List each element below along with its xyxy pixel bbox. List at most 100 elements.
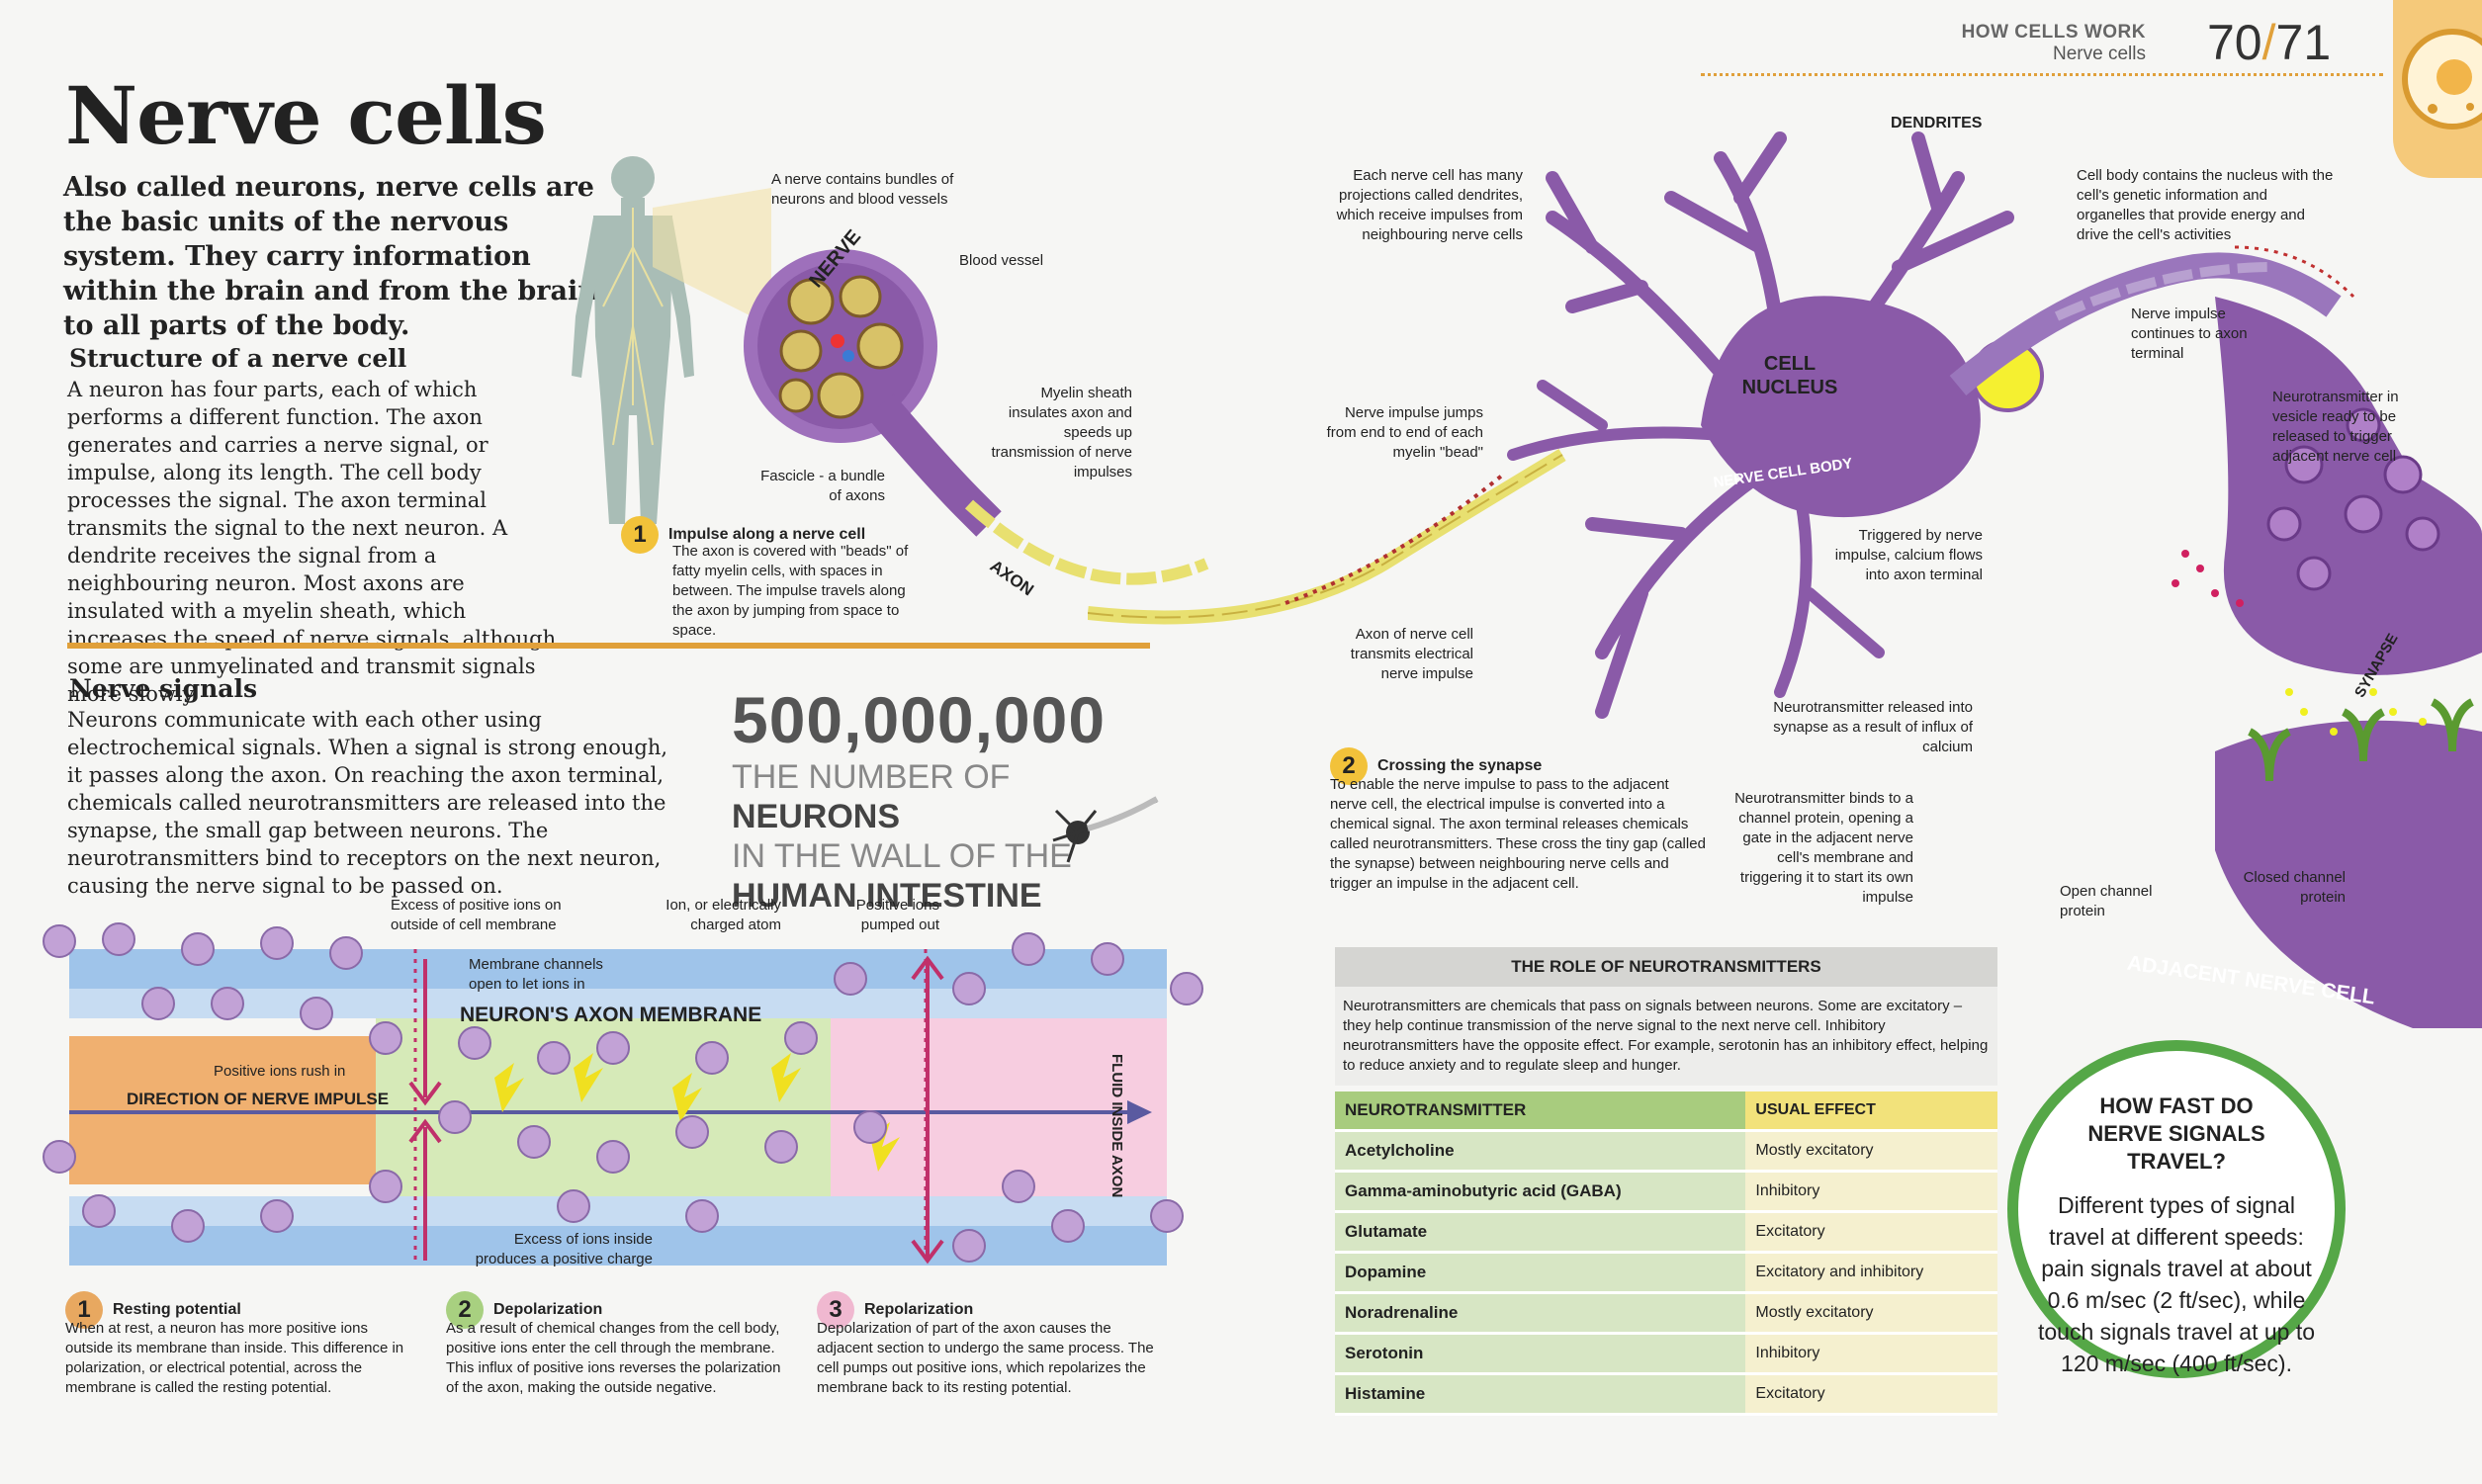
membrane-illustration — [43, 922, 1203, 1266]
axon-label: AXON — [987, 557, 1037, 600]
membrane-step-1-title: Resting potential — [113, 1301, 241, 1318]
structure-heading: Structure of a nerve cell — [69, 344, 407, 373]
jumps-note: Nerve impulse jumps from end to end of e… — [1326, 404, 1483, 461]
fascicle-note: Fascicle - a bundle of axons — [760, 468, 885, 504]
neuron-illustration — [1088, 131, 2482, 1028]
table-cell-effect: Inhibitory — [1745, 1333, 1997, 1375]
page-title: Nerve cells — [65, 69, 547, 162]
fluid-inside-label: FLUID INSIDE AXON — [1108, 1054, 1125, 1198]
stat-line-1b: NEURONS — [732, 798, 901, 835]
membrane-step-1-number: 1 — [65, 1291, 103, 1329]
membrane-label: NEURON'S AXON MEMBRANE — [460, 1004, 762, 1026]
pumped-out-note: Positive ions pumped out — [855, 897, 939, 933]
step-2-text: To enable the nerve impulse to pass to t… — [1330, 776, 1706, 892]
membrane-step-3-number: 3 — [817, 1291, 854, 1329]
membrane-step-2-number: 2 — [446, 1291, 484, 1329]
step-1-text: The axon is covered with "beads" of fatt… — [672, 543, 909, 639]
membrane-step-2: 2 Depolarization As a result of chemical… — [446, 1291, 787, 1398]
neurotransmitter-table: NEUROTRANSMITTER USUAL EFFECT Acetylchol… — [1335, 1091, 1997, 1416]
table-header-row: NEUROTRANSMITTER USUAL EFFECT — [1335, 1091, 1997, 1132]
neurotransmitter-table-box: THE ROLE OF NEUROTRANSMITTERS Neurotrans… — [1335, 947, 1997, 1416]
released-note: Neurotransmitter released into synapse a… — [1773, 699, 1973, 755]
table-cell-effect: Mostly excitatory — [1745, 1292, 1997, 1335]
cell-nucleus-label-2: NUCLEUS — [1741, 377, 1838, 398]
channels-note: Membrane channels open to let ions in — [469, 956, 603, 993]
step-1-number: 1 — [621, 516, 659, 554]
stat-line-1: THE NUMBER OF NEURONS — [732, 757, 1167, 836]
cell-body-note: Cell body contains the nucleus with the … — [2077, 167, 2334, 243]
speed-text: Different types of signal travel at diff… — [2038, 1192, 2315, 1376]
stat-number: 500,000,000 — [732, 683, 1107, 756]
binds-note: Neurotransmitter binds to a channel prot… — [1734, 790, 1913, 906]
table-cell-effect: Excitatory — [1745, 1373, 1997, 1416]
table-cell-name: Histamine — [1335, 1373, 1746, 1416]
body-nerve-illustration: NERVE AXON — [572, 156, 1209, 600]
table-row: Gamma-aminobutyric acid (GABA)Inhibitory — [1335, 1171, 1997, 1213]
table-description: Neurotransmitters are chemicals that pas… — [1335, 987, 1997, 1086]
section-divider — [67, 643, 1150, 649]
subsection-label: Nerve cells — [2053, 44, 2146, 64]
table-title: THE ROLE OF NEUROTRANSMITTERS — [1335, 947, 1997, 987]
membrane-step-2-title: Depolarization — [493, 1301, 603, 1318]
table-cell-name: Acetylcholine — [1335, 1130, 1746, 1173]
blood-vessel-note: Blood vessel — [959, 252, 1044, 269]
step-2-block: 2 Crossing the synapse To enable the ner… — [1330, 747, 1706, 894]
calcium-note: Triggered by nerve impulse, calcium flow… — [1834, 527, 1983, 583]
dendrites-label: DENDRITES — [1891, 115, 1983, 131]
table-cell-name: Serotonin — [1335, 1333, 1746, 1375]
stat-line-3: HUMAN INTESTINE — [732, 877, 1042, 915]
corner-tab — [2393, 0, 2482, 178]
stat-line-1a: THE NUMBER OF — [732, 758, 1011, 796]
membrane-steps: 1 Resting potential When at rest, a neur… — [65, 1291, 1173, 1398]
step-1-block: 1 Impulse along a nerve cell The axon is… — [621, 516, 918, 641]
excess-inside-note: Excess of ions inside produces a positiv… — [475, 1231, 653, 1267]
page-right: 71 — [2275, 15, 2332, 70]
stat-line-2: IN THE WALL OF THE — [732, 837, 1072, 875]
vesicle-note: Neurotransmitter in vesicle ready to be … — [2272, 389, 2399, 465]
col-header-neurotransmitter: NEUROTRANSMITTER — [1335, 1091, 1746, 1132]
direction-label: DIRECTION OF NERVE IMPULSE — [127, 1090, 390, 1108]
section-label: HOW CELLS WORK — [1961, 22, 2146, 43]
table-cell-name: Glutamate — [1335, 1211, 1746, 1254]
page-separator: / — [2261, 15, 2276, 70]
table-cell-effect: Excitatory — [1745, 1211, 1997, 1254]
membrane-step-3-title: Repolarization — [864, 1301, 974, 1318]
closed-channel-note: Closed channel protein — [2243, 869, 2346, 906]
signals-text: Neurons communicate with each other usin… — [67, 708, 668, 898]
neuron-small-icon — [1052, 796, 1159, 863]
rush-in-note: Positive ions rush in — [214, 1063, 346, 1080]
step-1-title: Impulse along a nerve cell — [668, 526, 866, 543]
table-cell-name: Noradrenaline — [1335, 1292, 1746, 1335]
cell-nucleus-label: CELL NUCLEUS — [1730, 352, 1849, 399]
running-header: HOW CELLS WORK Nerve cells — [1938, 22, 2146, 65]
myelin-note: Myelin sheath insulates axon and speeds … — [991, 385, 1132, 480]
table-cell-effect: Mostly excitatory — [1745, 1130, 1997, 1173]
table-cell-effect: Excitatory and inhibitory — [1745, 1252, 1997, 1294]
table-cell-name: Gamma-aminobutyric acid (GABA) — [1335, 1171, 1746, 1213]
ion-note: Ion, or electrically charged atom — [665, 897, 781, 933]
header-dotted-rule — [1701, 73, 2383, 82]
bundle-note: A nerve contains bundles of neurons and … — [771, 171, 954, 208]
col-header-effect: USUAL EFFECT — [1745, 1091, 1997, 1132]
signals-heading: Nerve signals — [69, 674, 258, 703]
stat-block: 500,000,000 THE NUMBER OF NEURONS IN THE… — [732, 682, 1167, 916]
excess-outside-note: Excess of positive ions on outside of ce… — [391, 897, 562, 933]
step-2-title: Crossing the synapse — [1377, 757, 1543, 774]
intro-paragraph: Also called neurons, nerve cells are the… — [63, 172, 597, 341]
membrane-step-1: 1 Resting potential When at rest, a neur… — [65, 1291, 416, 1398]
speed-heading: HOW FAST DO NERVE SIGNALS TRAVEL? — [2087, 1093, 2265, 1174]
membrane-step-1-text: When at rest, a neuron has more positive… — [65, 1320, 404, 1396]
membrane-step-2-text: As a result of chemical changes from the… — [446, 1320, 781, 1396]
dendrites-note: Each nerve cell has many projections cal… — [1336, 167, 1523, 243]
speed-callout: HOW FAST DO NERVE SIGNALS TRAVEL? Differ… — [2007, 1040, 2346, 1378]
continues-note: Nerve impulse continues to axon terminal — [2131, 306, 2248, 362]
structure-text: A neuron has four parts, each of which p… — [67, 378, 557, 706]
open-channel-note: Open channel protein — [2060, 883, 2153, 919]
step-2-number: 2 — [1330, 747, 1368, 785]
